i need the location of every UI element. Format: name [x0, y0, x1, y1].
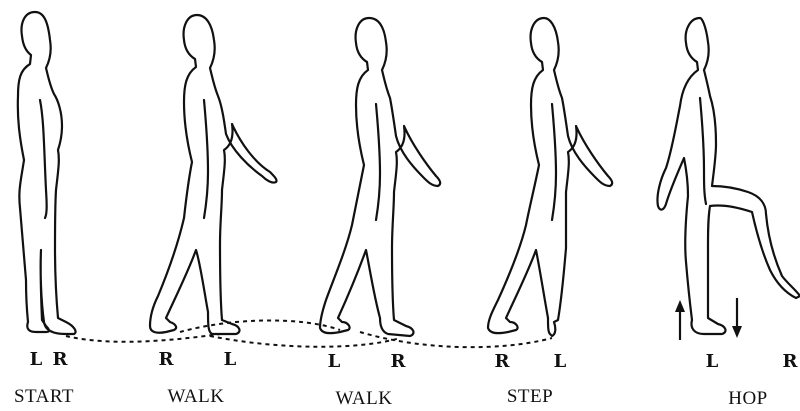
foot-path-dotted [66, 320, 552, 347]
foot-label-step-2: L [554, 351, 567, 372]
foot-label-walk2-1: L [328, 351, 341, 372]
figure-walk-1 [150, 15, 277, 334]
figure-start [18, 12, 76, 334]
foot-label-start-2: R [53, 349, 69, 370]
step-label-step: STEP [507, 386, 553, 407]
step-label-start: START [14, 386, 74, 407]
figure-hop [657, 18, 800, 334]
figure-step [488, 18, 612, 336]
foot-label-hop-2: R [783, 351, 799, 372]
foot-label-step-1: R [495, 351, 511, 372]
foot-labels: L R R L L R R L L R [30, 349, 799, 372]
step-labels: START WALK WALK STEP HOP [14, 386, 768, 409]
step-label-walk-1: WALK [168, 386, 225, 407]
foot-label-walk1-2: L [224, 349, 237, 370]
foot-label-walk1-1: R [159, 349, 175, 370]
foot-label-hop-1: L [706, 351, 719, 372]
foot-label-walk2-2: R [391, 351, 407, 372]
arrow-up-icon [675, 300, 685, 340]
step-label-walk-2: WALK [336, 388, 393, 409]
figure-walk-2 [320, 18, 440, 336]
arrow-down-icon [732, 298, 742, 338]
foot-label-start-1: L [30, 349, 43, 370]
step-label-hop: HOP [728, 388, 768, 409]
